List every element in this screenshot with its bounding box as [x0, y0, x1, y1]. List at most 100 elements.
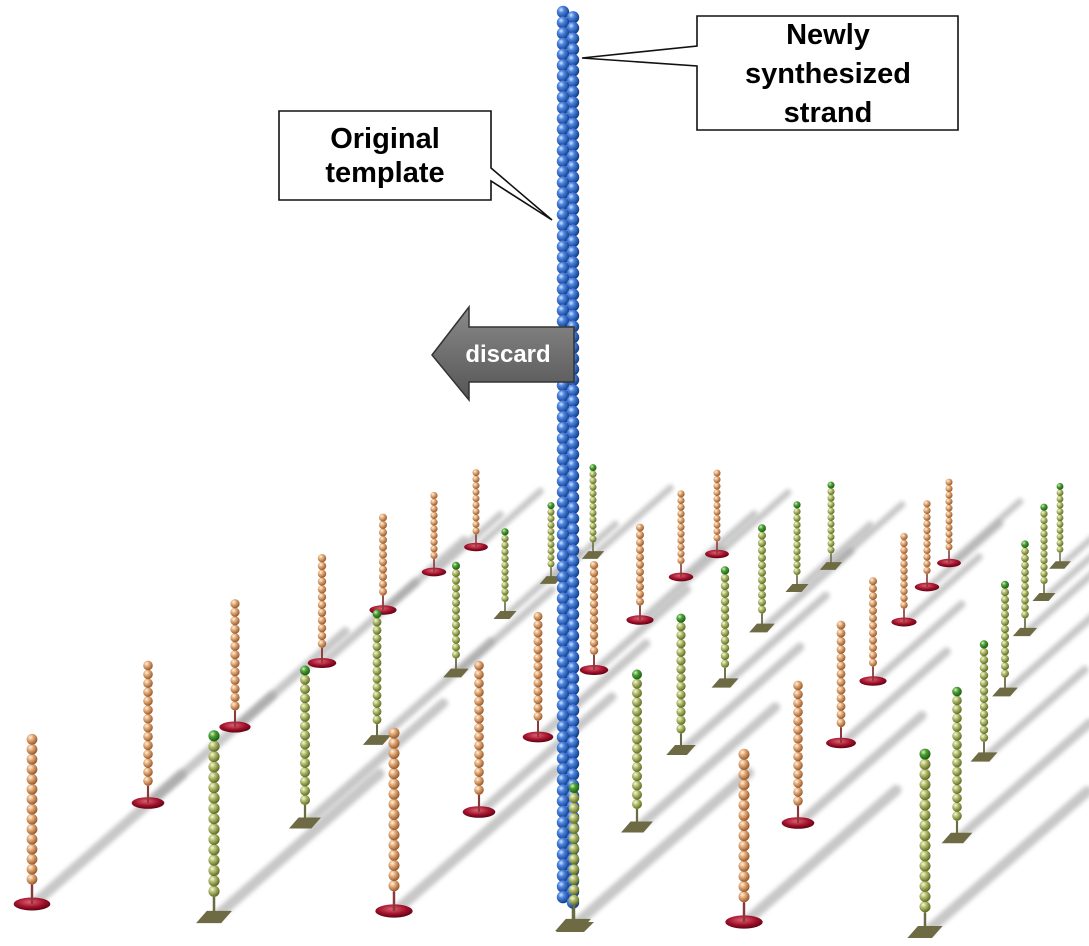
bead [300, 739, 310, 750]
bead [632, 697, 642, 708]
bead [300, 721, 310, 731]
original-strand [131, 660, 165, 809]
bead [501, 528, 509, 536]
bead [919, 779, 931, 791]
bead [923, 546, 931, 555]
bead [945, 504, 953, 512]
bead [919, 789, 931, 801]
bead [945, 530, 953, 538]
strand-shadow [1044, 554, 1089, 599]
new-strand-bead [568, 813, 580, 824]
original-strand [891, 532, 917, 627]
bead [900, 587, 908, 595]
bead [900, 580, 908, 589]
template-bead [556, 560, 570, 573]
bead [636, 582, 644, 591]
template-bead [566, 32, 580, 45]
template-bead [556, 69, 570, 83]
bead [676, 673, 686, 683]
template-bead [556, 37, 570, 51]
template-bead [566, 117, 580, 131]
bead [372, 658, 382, 668]
bead [636, 568, 644, 576]
template-bead [566, 469, 580, 483]
bead [379, 528, 387, 537]
bead [827, 481, 835, 489]
template-bead [566, 736, 580, 749]
bead [677, 516, 685, 525]
bead [632, 789, 642, 800]
template-bead [556, 677, 570, 691]
bead [720, 566, 730, 575]
bead [1056, 533, 1064, 541]
bead [827, 494, 835, 502]
bead [388, 727, 400, 739]
bead [677, 490, 685, 498]
template-bead [556, 16, 570, 29]
bead [1056, 489, 1064, 497]
strand-shadow [742, 784, 902, 926]
bead [677, 543, 685, 551]
bead [474, 758, 484, 769]
bead [208, 761, 220, 773]
bead [677, 530, 685, 538]
template-bead [556, 816, 570, 829]
bead [533, 686, 543, 696]
bead [1040, 510, 1048, 518]
bead [900, 560, 908, 568]
template-bead [566, 704, 580, 717]
bead [632, 678, 642, 689]
bead [452, 635, 460, 644]
bead [1021, 596, 1029, 605]
bead [952, 802, 962, 812]
bead [979, 663, 989, 672]
bead [388, 808, 400, 820]
bead [827, 539, 835, 547]
original-strand [668, 490, 694, 582]
template-bead [556, 826, 570, 840]
bead [720, 612, 730, 622]
strand-shadow [956, 718, 1089, 841]
bead [793, 769, 803, 780]
bead [143, 758, 153, 768]
new-strand [1049, 483, 1071, 569]
bead [836, 685, 846, 695]
bead [676, 630, 686, 640]
bead [869, 636, 877, 645]
strand-shadow [636, 702, 781, 830]
bead [636, 538, 644, 547]
bead [317, 631, 327, 641]
bead [836, 661, 846, 671]
callout-original-template: Original template [278, 110, 553, 221]
bead [474, 767, 484, 777]
bead [676, 613, 686, 623]
bead [26, 783, 38, 795]
bead [636, 531, 644, 539]
bead [952, 775, 962, 786]
template-bead [556, 848, 570, 861]
template-bead [556, 613, 570, 627]
template-bead [556, 741, 570, 755]
template-bead [556, 101, 570, 115]
bead [379, 587, 387, 596]
template-bead [556, 304, 570, 317]
bead [1021, 547, 1029, 556]
strand-shadow [594, 585, 691, 672]
svg-text:synthesized: synthesized [745, 58, 911, 90]
bead [452, 576, 460, 585]
new-strand-bead [568, 782, 580, 793]
template-bead [556, 432, 570, 445]
bead [952, 731, 962, 741]
strand-shadow [212, 768, 385, 921]
bead [919, 819, 931, 831]
bead [1040, 570, 1048, 578]
template-bead [566, 533, 580, 547]
template-bead [566, 171, 580, 184]
bead [900, 532, 908, 541]
bead [945, 478, 953, 486]
bead [208, 802, 220, 814]
bead [300, 665, 310, 676]
bead [738, 819, 750, 831]
template-bead [566, 480, 580, 493]
template-bead [566, 565, 580, 579]
